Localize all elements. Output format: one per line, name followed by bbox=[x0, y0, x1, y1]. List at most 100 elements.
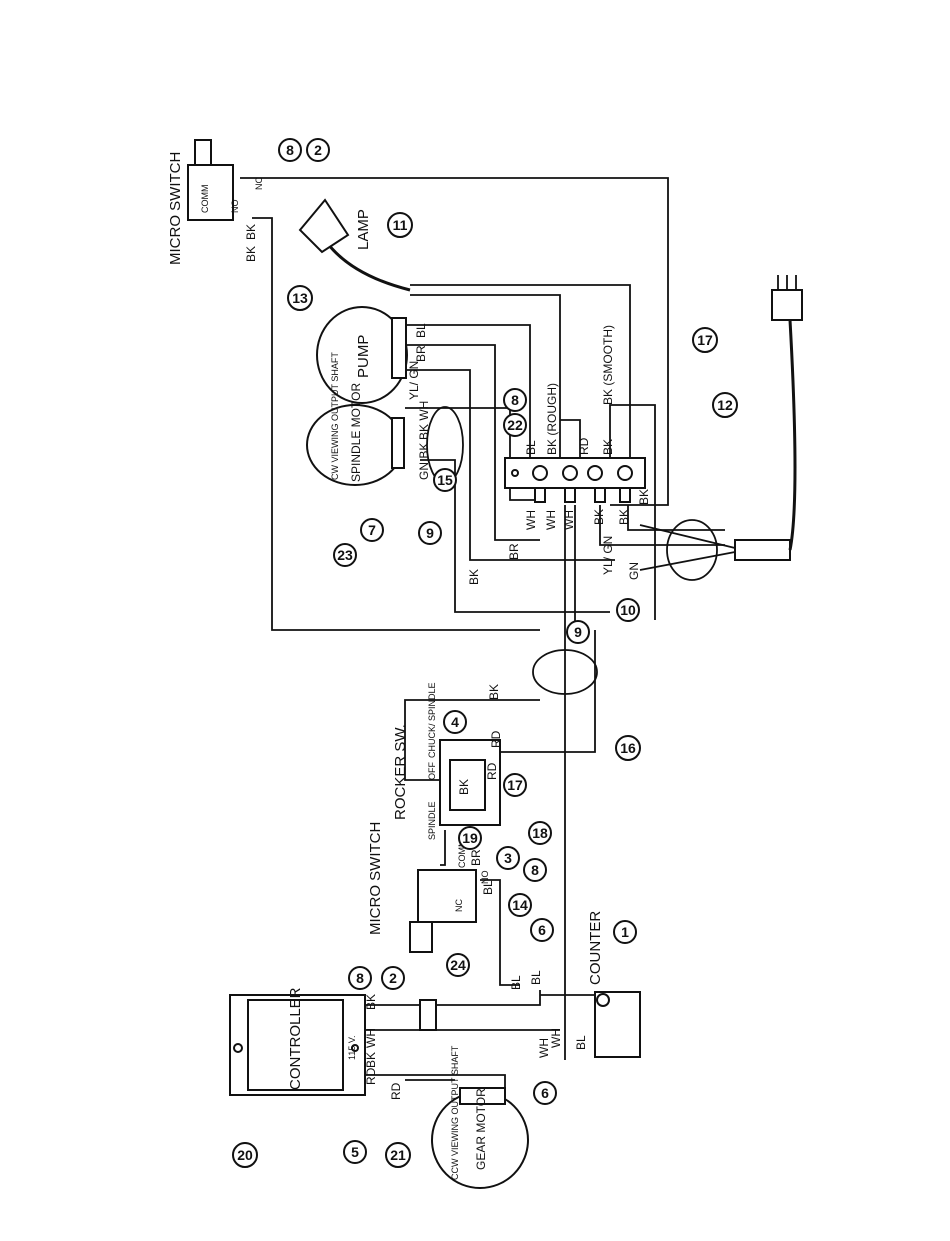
wire-label-bk-wh: BK WH bbox=[417, 401, 431, 440]
terminal-spindle: SPINDLE bbox=[427, 801, 437, 840]
cord-cable bbox=[788, 319, 797, 551]
svg-text:17: 17 bbox=[507, 777, 523, 793]
label-lamp: LAMP bbox=[355, 209, 372, 250]
svg-text:3: 3 bbox=[504, 850, 512, 866]
bundle-ring-16 bbox=[532, 649, 598, 695]
label-micro-switch-bottom: MICRO SWITCH bbox=[367, 822, 384, 935]
wire-label-gn-bk: GN BK bbox=[417, 443, 431, 480]
wire-label-bk-smooth: BK (SMOOTH) bbox=[601, 325, 615, 405]
wire-lamp-2 bbox=[410, 294, 561, 460]
label-counter: COUNTER bbox=[587, 911, 604, 985]
connector-24 bbox=[419, 999, 437, 1031]
wires bbox=[240, 177, 736, 1090]
wire-label-tb-bk-4: BK bbox=[637, 489, 651, 505]
callout-6-right: 6 bbox=[530, 918, 554, 942]
wire-rocker-bk bbox=[404, 699, 540, 781]
rocker-switch: BK SPINDLE OFF CHUCK/ SPINDLE ROCKER SW.… bbox=[392, 682, 503, 840]
svg-text:5: 5 bbox=[351, 1144, 359, 1160]
micro-switch-top: COMM NO NC BK BK MICRO SWITCH bbox=[167, 139, 264, 265]
terminal-no-bottom: NO bbox=[480, 871, 490, 885]
svg-text:2: 2 bbox=[389, 970, 397, 986]
callout-8-mid: 8 bbox=[523, 858, 547, 882]
label-rocker-switch: ROCKER SW. bbox=[392, 724, 409, 820]
svg-text:23: 23 bbox=[337, 547, 353, 563]
wire-label-tb-wh-3: WH bbox=[562, 510, 576, 530]
callout-16: 16 bbox=[615, 735, 641, 761]
wire-label-rocker-bk: BK bbox=[487, 684, 501, 700]
callout-21: 21 bbox=[385, 1142, 411, 1168]
wire-label-bk-rough: BK (ROUGH) bbox=[545, 383, 559, 455]
bundle-ring-cord bbox=[666, 519, 718, 581]
wire-label-tb-wh-1: WH bbox=[524, 510, 538, 530]
svg-text:19: 19 bbox=[462, 830, 478, 846]
callout-2-top: 2 bbox=[306, 138, 330, 162]
wire-nc-top-switch bbox=[240, 177, 669, 506]
wire-label-counter-bl-2: BL bbox=[529, 970, 543, 985]
wire-label-ctrl-bk-2: BK bbox=[364, 1052, 378, 1068]
wire-label-tb-bk-2: BK bbox=[592, 509, 606, 525]
callout-19: 19 bbox=[458, 826, 482, 850]
wire-rocker-rd bbox=[500, 630, 596, 753]
svg-text:13: 13 bbox=[292, 290, 308, 306]
svg-text:14: 14 bbox=[512, 897, 528, 913]
wire-smooth bbox=[609, 404, 656, 620]
callouts: 8 2 11 13 17 12 22 8 15 9 7 23 9 10 16 4… bbox=[232, 138, 738, 1168]
svg-text:8: 8 bbox=[286, 142, 294, 158]
wire-label-br: BR bbox=[507, 543, 521, 560]
wire-label-tb-bl: BL bbox=[524, 440, 538, 455]
wire-label-pump-ylgn: YL/ GN bbox=[407, 361, 421, 400]
svg-text:8: 8 bbox=[531, 862, 539, 878]
wire-rough bbox=[560, 419, 581, 460]
wire-cord-a bbox=[639, 524, 736, 549]
terminal-block: BL BK (ROUGH) RD BK BK (SMOOTH) WH WH WH… bbox=[467, 325, 651, 585]
spindle-motor: CW VIEWING OUTPUT SHAFT SPINDLE MOTOR BK… bbox=[306, 352, 431, 486]
svg-text:9: 9 bbox=[574, 624, 582, 640]
wire-label-ctrl-wh: WH bbox=[364, 1028, 378, 1048]
wire-label-ctrl-rd-2: RD bbox=[389, 1082, 403, 1100]
label-gear-motor: GEAR MOTOR bbox=[474, 1088, 488, 1170]
callout-3: 3 bbox=[496, 846, 520, 870]
callout-10: 10 bbox=[616, 598, 640, 622]
wire-label-ctrl-bk: BK bbox=[364, 994, 378, 1010]
terminal-comm-bottom: COMM bbox=[457, 840, 467, 869]
svg-text:4: 4 bbox=[451, 714, 459, 730]
callout-8-tb: 8 bbox=[503, 388, 527, 412]
svg-text:11: 11 bbox=[393, 217, 408, 233]
callout-24: 24 bbox=[446, 953, 470, 977]
callout-4: 4 bbox=[443, 710, 467, 734]
wire-tb-3 bbox=[599, 505, 725, 546]
terminal-chuck-spindle: CHUCK/ SPINDLE bbox=[427, 682, 437, 758]
controller: CONTROLLER 115 V. BK WH BK RD RD bbox=[229, 987, 403, 1100]
svg-text:8: 8 bbox=[511, 392, 519, 408]
callout-8-top: 8 bbox=[278, 138, 302, 162]
label-pump: PUMP bbox=[355, 335, 372, 378]
wire-label-bk-mid: BK bbox=[467, 569, 481, 585]
wire-label-ctrl-rd: RD bbox=[364, 1067, 378, 1085]
callout-9-mid: 9 bbox=[566, 620, 590, 644]
svg-text:6: 6 bbox=[538, 922, 546, 938]
callout-13: 13 bbox=[287, 285, 313, 311]
callout-9-left: 9 bbox=[418, 521, 442, 545]
callout-20: 20 bbox=[232, 1142, 258, 1168]
svg-text:12: 12 bbox=[717, 397, 733, 413]
label-spindle-motor: SPINDLE MOTOR bbox=[349, 383, 363, 482]
callout-23: 23 bbox=[333, 543, 357, 567]
counter: COUNTER BL BL BL WH WH bbox=[509, 911, 641, 1058]
wire-pump-bl bbox=[405, 324, 531, 460]
wire-tb-4 bbox=[627, 505, 725, 531]
svg-text:15: 15 bbox=[437, 472, 453, 488]
svg-text:9: 9 bbox=[426, 525, 434, 541]
terminal-nc-top: NC bbox=[254, 177, 264, 190]
wire-bk-top-switch bbox=[252, 217, 540, 631]
callout-11: 11 bbox=[387, 212, 413, 238]
wire-label-micro-br: BR bbox=[469, 849, 483, 866]
callout-6-bottom: 6 bbox=[533, 1081, 557, 1105]
wire-counter bbox=[540, 994, 601, 1010]
svg-text:2: 2 bbox=[314, 142, 322, 158]
svg-text:10: 10 bbox=[620, 602, 636, 618]
wire-spindle-bk bbox=[420, 459, 610, 613]
callout-18: 18 bbox=[528, 821, 552, 845]
svg-text:17: 17 bbox=[697, 332, 713, 348]
svg-text:1: 1 bbox=[621, 924, 629, 940]
wire-label-bk-top-switch: BK bbox=[244, 224, 258, 240]
